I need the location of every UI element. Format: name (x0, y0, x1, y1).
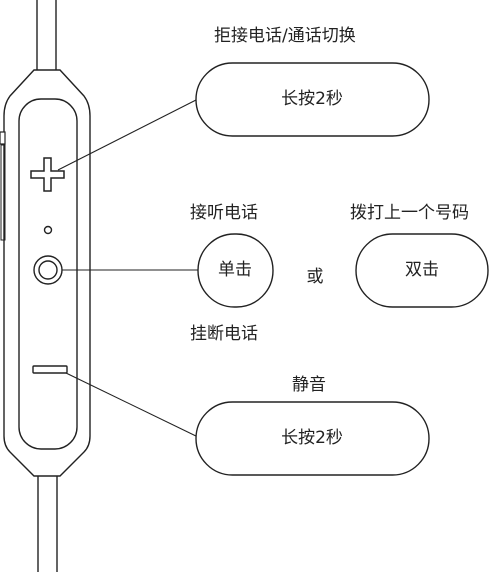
top-pill (195, 62, 430, 137)
mic-hole (43, 225, 53, 235)
top-pill-label: 长按2秒 (281, 89, 343, 109)
minus-icon (32, 365, 68, 374)
single-click-label: 单击 (218, 260, 252, 280)
center-button-inner (38, 260, 58, 280)
cable-bottom (37, 470, 58, 572)
plus-icon (30, 157, 65, 192)
hangup-label: 挂断电话 (190, 324, 258, 344)
bottom-pill (195, 401, 430, 476)
single-click-pill (197, 233, 274, 308)
double-click-label: 双击 (405, 260, 439, 280)
leader-lines (57, 99, 199, 438)
side-notch (0, 144, 6, 241)
or-label: 或 (306, 267, 324, 287)
bottom-pill-label: 长按2秒 (281, 428, 343, 448)
double-click-pill (355, 233, 489, 308)
top-action-label: 拒接电话/通话切换 (214, 26, 356, 46)
redial-label: 拨打上一个号码 (350, 203, 469, 223)
answer-label: 接听电话 (190, 203, 258, 223)
cable-top (36, 0, 57, 72)
mute-label: 静音 (292, 375, 326, 395)
side-nub (0, 131, 6, 145)
